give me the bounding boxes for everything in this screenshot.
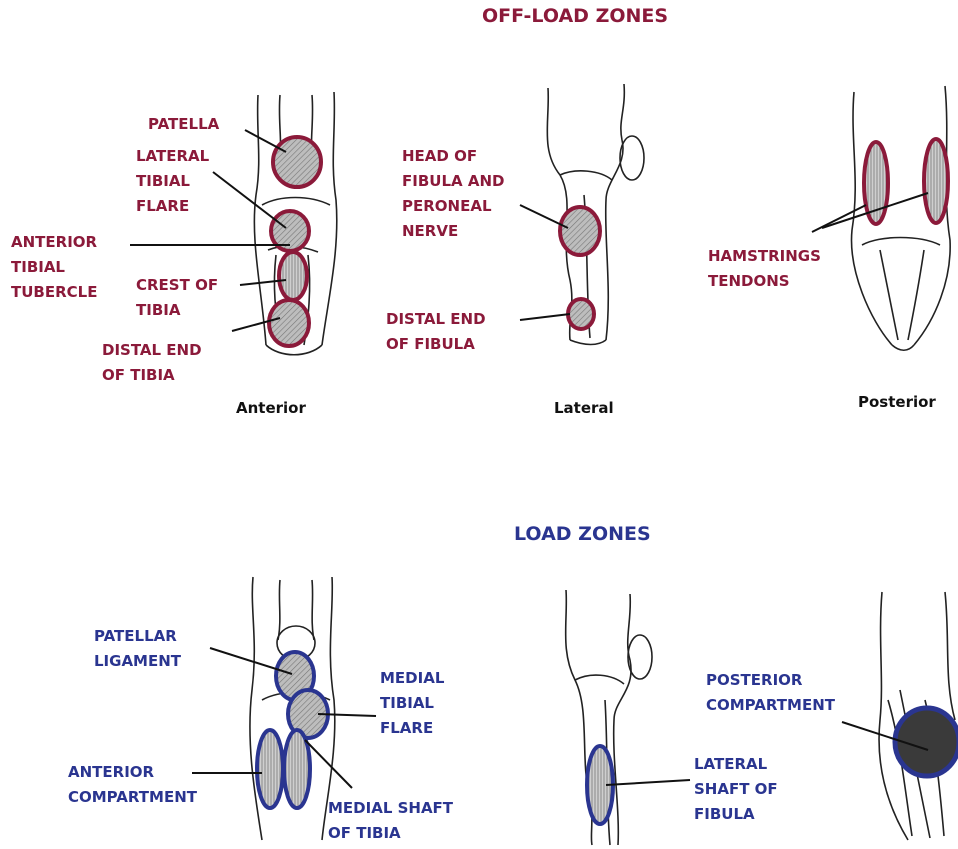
anterior-offload-zones bbox=[269, 137, 321, 346]
load-anterior-zones bbox=[257, 652, 328, 808]
offload-title: OFF-LOAD ZONES bbox=[482, 4, 742, 28]
view-posterior: Posterior bbox=[858, 390, 958, 415]
label-anterior-tibial-tubercle: ANTERIOR TIBIAL TUBERCLE bbox=[11, 230, 141, 305]
view-lateral: Lateral bbox=[554, 396, 674, 421]
posterior-offload-zones bbox=[864, 139, 948, 224]
label-lateral-shaft-of-fibula: LATERAL SHAFT OF FIBULA bbox=[694, 752, 804, 827]
label-patella: PATELLA bbox=[148, 112, 258, 137]
load-lateral-leader-lines bbox=[606, 780, 690, 785]
label-distal-end-of-tibia: DISTAL END OF TIBIA bbox=[102, 338, 242, 388]
label-patellar-ligament: PATELLAR LIGAMENT bbox=[94, 624, 214, 674]
label-crest-of-tibia: CREST OF TIBIA bbox=[136, 273, 246, 323]
label-lateral-tibial-flare: LATERAL TIBIAL FLARE bbox=[136, 144, 246, 219]
lateral-offload-zones bbox=[560, 207, 600, 329]
label-anterior-compartment: ANTERIOR COMPARTMENT bbox=[68, 760, 238, 810]
label-posterior-compartment: POSTERIOR COMPARTMENT bbox=[706, 668, 876, 718]
label-head-of-fibula: HEAD OF FIBULA AND PERONEAL NERVE bbox=[402, 144, 542, 244]
label-hamstrings-tendons: HAMSTRINGS TENDONS bbox=[708, 244, 858, 294]
label-medial-shaft-of-tibia: MEDIAL SHAFT OF TIBIA bbox=[328, 796, 498, 846]
load-title: LOAD ZONES bbox=[514, 522, 714, 546]
label-distal-end-of-fibula: DISTAL END OF FIBULA bbox=[386, 307, 526, 357]
view-anterior: Anterior bbox=[236, 396, 356, 421]
label-medial-tibial-flare: MEDIAL TIBIAL FLARE bbox=[380, 666, 480, 741]
